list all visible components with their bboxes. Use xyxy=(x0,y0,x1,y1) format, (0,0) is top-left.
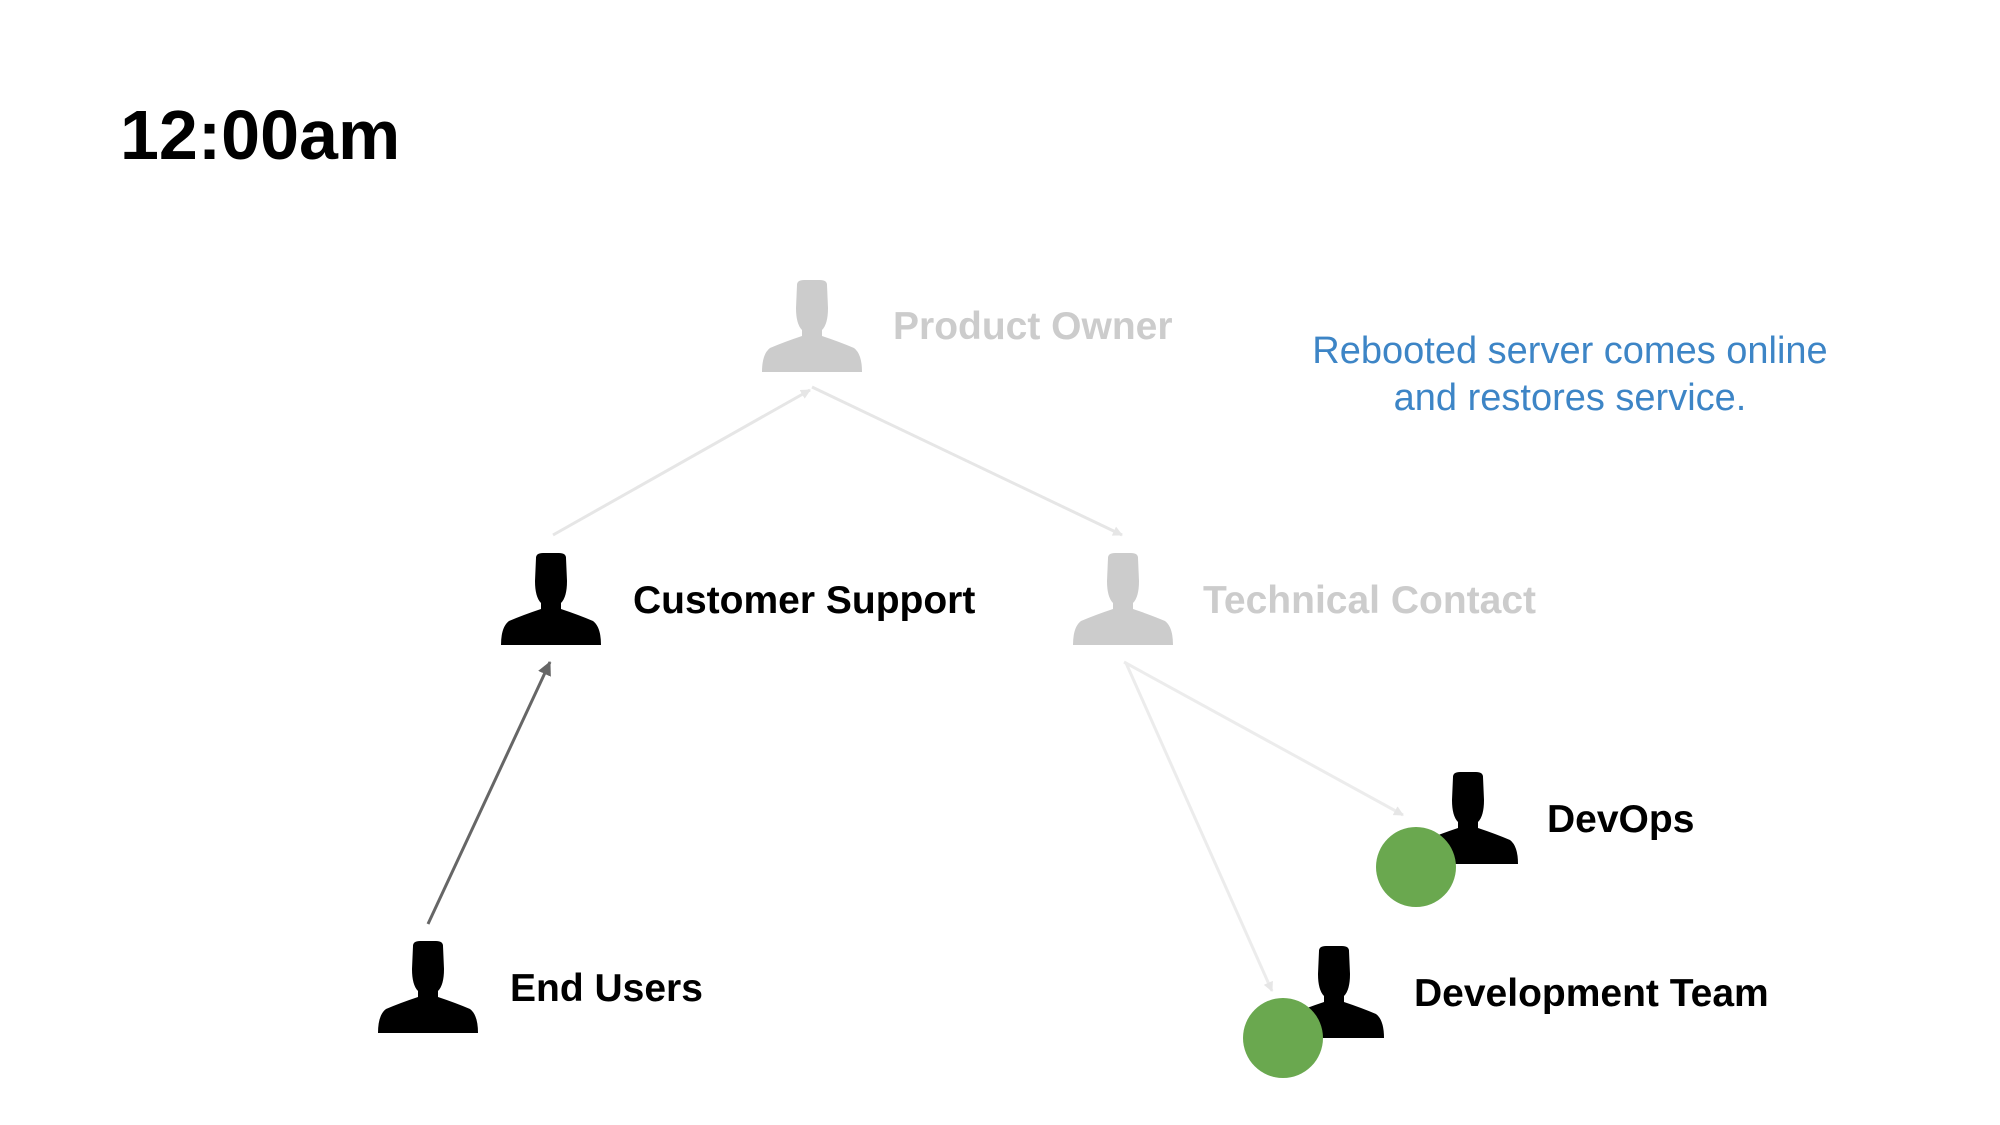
status-note: Rebooted server comes online and restore… xyxy=(1270,328,1870,422)
edge-product-owner-to-technical-contact xyxy=(811,385,1123,537)
node-devops: DevOps xyxy=(1376,772,1694,907)
status-note-line-2: and restores service. xyxy=(1393,377,1747,419)
end-users-label: End Users xyxy=(510,967,703,1010)
status-note-line-1: Rebooted server comes online xyxy=(1312,330,1828,372)
node-development-team: Development Team xyxy=(1243,946,1769,1078)
slide-title: 12:00am xyxy=(120,96,401,174)
edge-technical-contact-to-development-team xyxy=(1124,662,1274,992)
node-technical-contact: Technical Contact xyxy=(1073,553,1536,645)
edge-technical-contact-to-devops xyxy=(1123,660,1404,817)
technical-contact-label: Technical Contact xyxy=(1203,579,1536,622)
person-icon xyxy=(1073,553,1173,645)
person-icon xyxy=(501,553,601,645)
status-online-icon xyxy=(1376,827,1456,907)
devops-label: DevOps xyxy=(1547,798,1694,841)
edge-customer-support-to-product-owner xyxy=(552,388,811,537)
person-icon xyxy=(762,280,862,372)
product-owner-label: Product Owner xyxy=(893,305,1173,348)
status-online-icon xyxy=(1243,998,1323,1078)
customer-support-label: Customer Support xyxy=(633,579,975,622)
edge-end-users-to-customer-support xyxy=(426,661,552,925)
node-end-users: End Users xyxy=(378,941,703,1033)
node-product-owner: Product Owner xyxy=(762,280,1173,372)
development-team-label: Development Team xyxy=(1414,972,1769,1015)
person-icon xyxy=(378,941,478,1033)
node-customer-support: Customer Support xyxy=(501,553,975,645)
